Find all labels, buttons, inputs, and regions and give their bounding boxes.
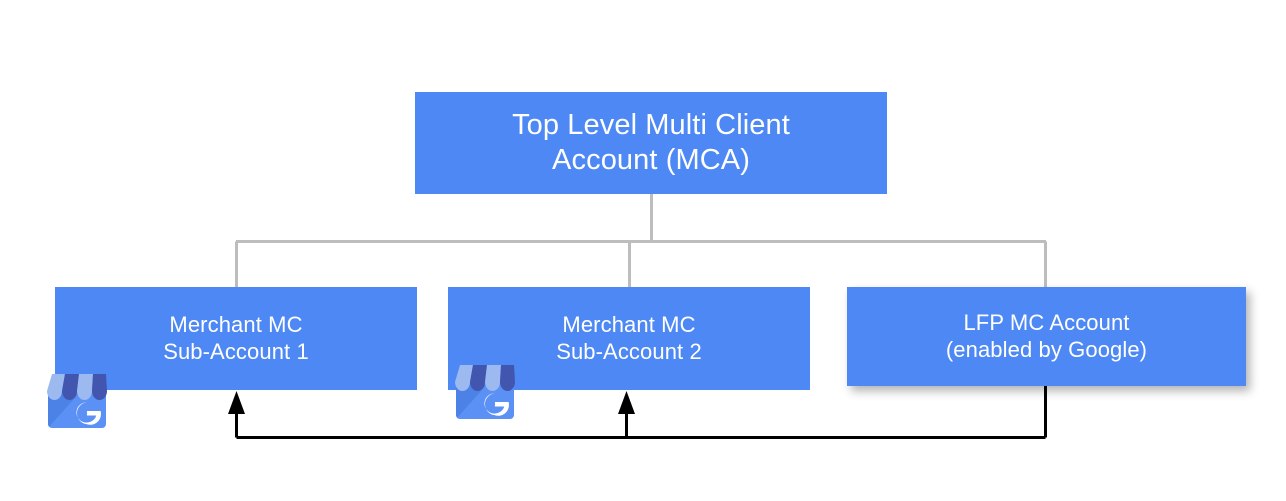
feedback-arrowhead-sub2	[618, 391, 635, 414]
node-merchant-sub-account-1-line2: Sub-Account 1	[163, 338, 309, 364]
google-business-profile-storefront-icon	[455, 365, 515, 419]
node-top-level-mca-label: Top Level Multi Client Account (MCA)	[415, 108, 887, 178]
node-merchant-sub-account-1-line1: Merchant MC	[169, 312, 303, 338]
node-merchant-sub-account-2-label: Merchant MC Sub-Account 2	[448, 312, 810, 365]
node-lfp-mc-account[interactable]: LFP MC Account (enabled by Google)	[847, 287, 1246, 386]
node-merchant-sub-account-1[interactable]: Merchant MC Sub-Account 1	[55, 287, 417, 390]
node-merchant-sub-account-2-line2: Sub-Account 2	[556, 338, 702, 364]
google-business-profile-storefront-icon	[47, 374, 107, 428]
node-lfp-mc-account-line2: (enabled by Google)	[945, 336, 1148, 362]
node-top-level-mca-line1: Top Level Multi Client	[512, 109, 790, 142]
node-lfp-mc-account-label: LFP MC Account (enabled by Google)	[847, 310, 1246, 363]
feedback-arrowhead-sub1	[228, 391, 245, 414]
node-top-level-mca-line2: Account (MCA)	[552, 144, 750, 176]
node-merchant-sub-account-2-line1: Merchant MC	[562, 312, 696, 338]
node-merchant-sub-account-1-label: Merchant MC Sub-Account 1	[55, 312, 417, 365]
node-lfp-mc-account-line1: LFP MC Account	[963, 310, 1130, 336]
node-top-level-mca[interactable]: Top Level Multi Client Account (MCA)	[415, 92, 887, 194]
